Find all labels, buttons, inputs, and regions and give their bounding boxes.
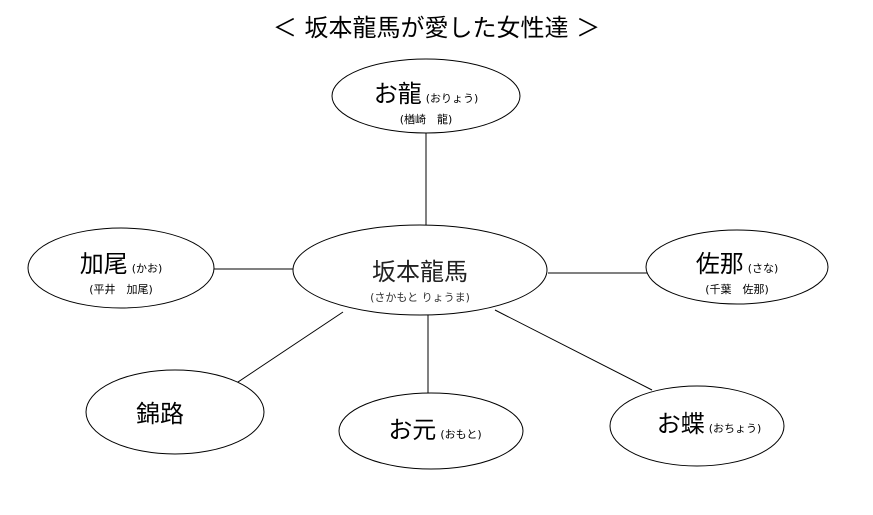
sana-label: 佐那(さな) (千葉 佐那) [662, 244, 812, 297]
oryo-reading: (おりょう) [425, 92, 479, 105]
omoto-label: お元(おもと) [355, 410, 515, 445]
omoto-reading: (おもと) [440, 428, 482, 441]
connector-ocho [494, 309, 653, 391]
center-label: 坂本龍馬 (さかもと りょうま) [320, 252, 520, 305]
oryo-label: お龍(おりょう) (楢崎 龍) [346, 74, 506, 127]
center-name: 坂本龍馬 [372, 258, 468, 286]
oryo-full-name: (楢崎 龍) [399, 113, 453, 126]
kao-name: 加尾 [79, 250, 128, 278]
node-kao [27, 227, 215, 309]
sana-reading: (さな) [747, 262, 779, 275]
nishikiji-name: 錦路 [136, 400, 184, 428]
kao-full-name: (平井 加尾) [89, 283, 153, 296]
kao-reading: (かお) [131, 262, 163, 275]
node-ocho [609, 385, 785, 467]
sana-name: 佐那 [695, 250, 744, 278]
ocho-name: お蝶 [656, 410, 705, 438]
oryo-name: お龍 [373, 80, 422, 108]
node-sana [645, 229, 829, 305]
node-omoto [338, 392, 524, 470]
connector-nishikiji [231, 311, 344, 387]
sana-full-name: (千葉 佐那) [705, 283, 769, 296]
ocho-label: お蝶(おちょう) [624, 404, 794, 439]
kao-label: 加尾(かお) (平井 加尾) [46, 244, 196, 297]
ocho-reading: (おちょう) [708, 422, 762, 435]
node-nishikiji [85, 369, 265, 455]
center-reading: (さかもと りょうま) [370, 291, 470, 304]
node-center [292, 224, 548, 316]
omoto-name: お元 [388, 416, 437, 444]
page-title: ＜ 坂本龍馬が愛した女性達 ＞ [272, 14, 601, 42]
node-oryo [331, 58, 521, 134]
nishikiji-label: 錦路 [100, 394, 220, 429]
